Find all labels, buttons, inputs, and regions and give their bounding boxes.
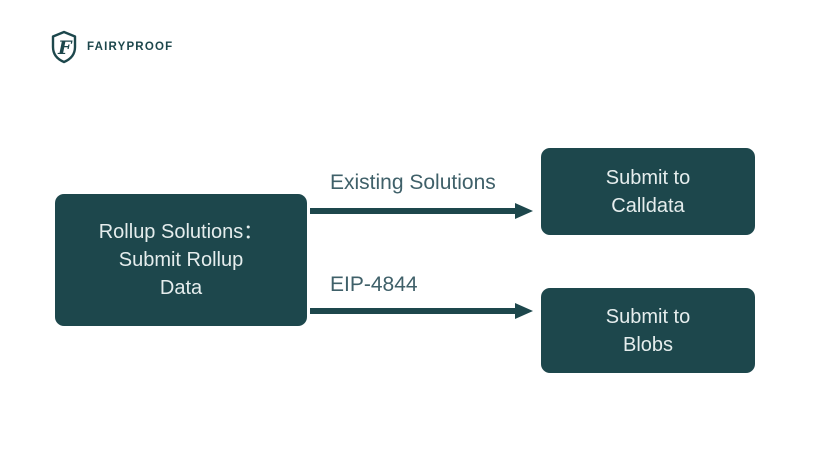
arrow-to-calldata [310,203,533,219]
fairyproof-logo: F FAIRYPROOF [48,30,173,64]
node-submit-to-calldata: Submit to Calldata [541,148,755,235]
node-submit-to-blobs: Submit to Blobs [541,288,755,373]
arrowhead-icon [515,303,533,319]
node-label-line: Rollup Solutions： [98,221,264,243]
arrow-to-blobs [310,303,533,319]
arrow-shaft [310,208,515,214]
brand-name: FAIRYPROOF [87,41,174,53]
node-label-line: Calldata [611,194,685,217]
svg-text:F: F [57,37,73,59]
node-label-line: Data [159,277,203,299]
edge-label-existing-solutions: Existing Solutions [330,171,496,194]
node-label-line: Blobs [622,333,674,356]
arrowhead-icon [515,203,533,219]
node-label-line: Submit Rollup [118,249,244,271]
arrow-shaft [310,308,515,314]
edge-label-eip-4844: EIP-4844 [330,273,418,296]
node-label-line: Submit to [605,305,691,328]
node-rollup-solutions: Rollup Solutions： Submit Rollup Data [55,194,307,326]
fairyproof-shield-icon: F [48,30,80,64]
node-label-line: Submit to [605,166,691,189]
